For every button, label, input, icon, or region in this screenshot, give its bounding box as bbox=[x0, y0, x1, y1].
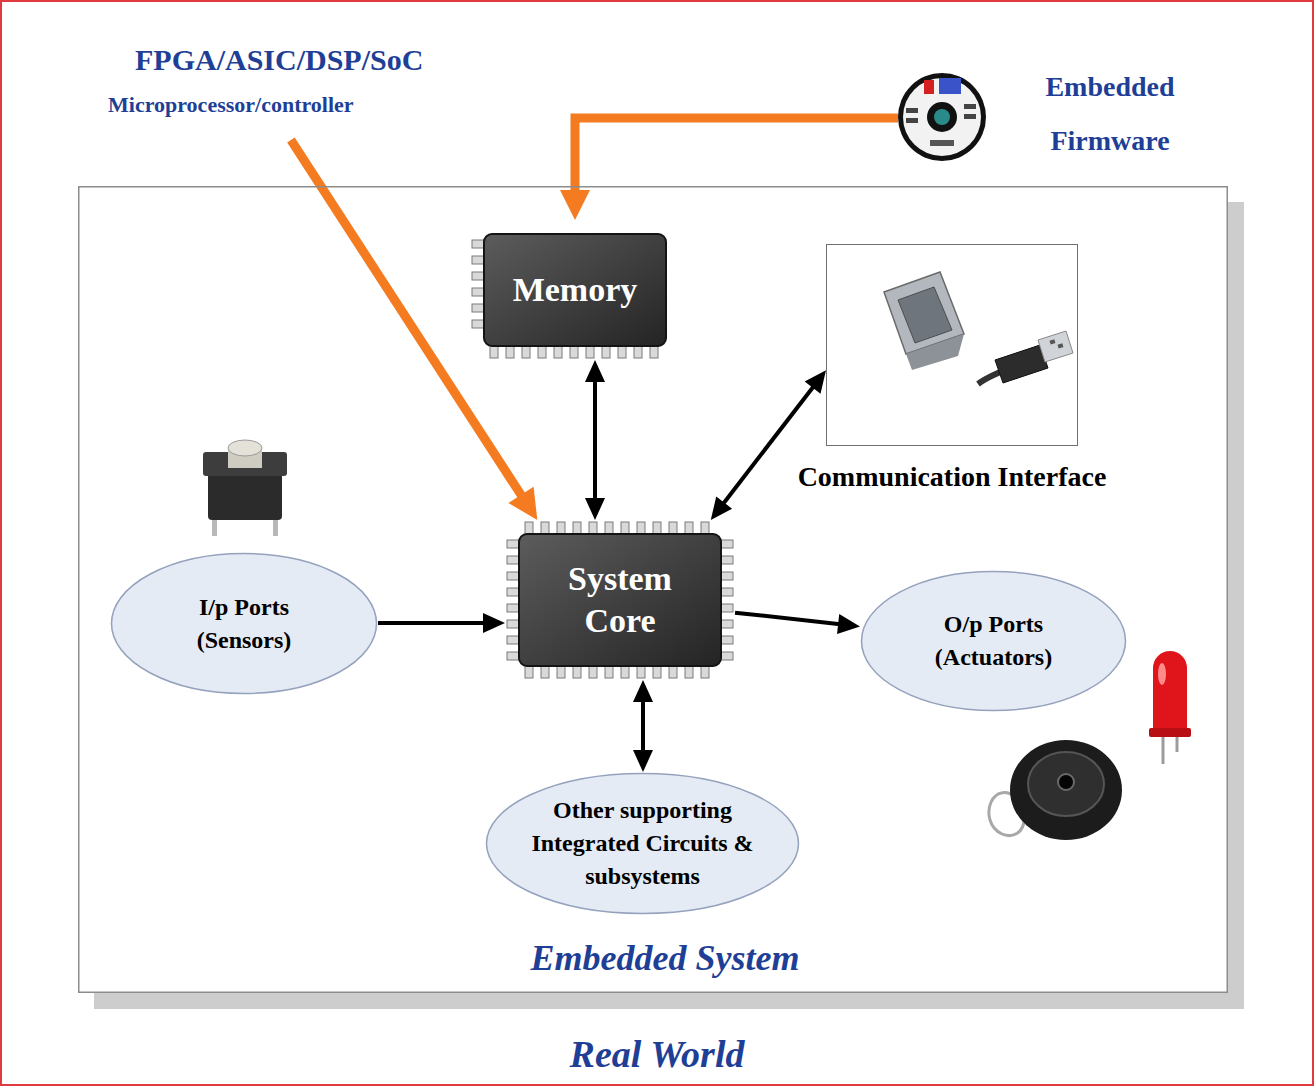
serial-connector-icon bbox=[884, 272, 964, 370]
arrow-head bbox=[633, 750, 653, 772]
led-icon bbox=[1149, 651, 1191, 764]
disc-mark bbox=[906, 118, 918, 123]
led-leg bbox=[1162, 736, 1165, 764]
chip-body bbox=[505, 520, 735, 680]
ellipse-label: I/p Ports (Sensors) bbox=[174, 591, 314, 657]
firmware-disc-icon bbox=[898, 73, 986, 161]
push-button-icon bbox=[203, 440, 287, 536]
buzzer-icon bbox=[989, 740, 1122, 840]
chip-label: Memory bbox=[505, 269, 645, 311]
usb-plug-icon bbox=[978, 331, 1073, 384]
configuration-arrow bbox=[560, 118, 898, 220]
disc-hub bbox=[927, 102, 957, 132]
disc-mark bbox=[964, 114, 976, 119]
data-arrow bbox=[585, 360, 605, 520]
data-arrow bbox=[378, 613, 505, 633]
disc-face bbox=[903, 78, 981, 156]
led-leg bbox=[1176, 736, 1179, 752]
ellipse-outline bbox=[860, 570, 1127, 712]
arrow-head bbox=[805, 370, 826, 394]
ellipse-outline bbox=[110, 552, 378, 695]
data-arrow bbox=[735, 613, 860, 634]
ellipse-shape bbox=[487, 774, 799, 914]
arrow-head bbox=[585, 498, 605, 520]
led-rim bbox=[1149, 728, 1191, 737]
processor-options-label: FPGA/ASIC/DSP/SoC Microprocessor/controll… bbox=[100, 40, 480, 140]
connector-line bbox=[735, 613, 847, 625]
disc-screen bbox=[939, 78, 961, 94]
ellipse-shape bbox=[112, 554, 377, 694]
chip-label: System Core bbox=[550, 558, 690, 642]
usb-body bbox=[995, 345, 1048, 383]
arrow-head bbox=[837, 614, 860, 634]
disc-edge bbox=[898, 73, 986, 161]
port-ellipse: O/p Ports (Actuators) bbox=[860, 570, 1127, 712]
memory-chip: Memory bbox=[470, 220, 680, 360]
port-ellipse: I/p Ports (Sensors) bbox=[110, 552, 378, 695]
arrow-head bbox=[508, 487, 537, 520]
disc-mark bbox=[906, 108, 918, 113]
support-ellipse: Other supporting Integrated Circuits & s… bbox=[485, 772, 800, 915]
disc-mark bbox=[924, 80, 934, 94]
usb-hole bbox=[1049, 339, 1055, 344]
led-dome bbox=[1153, 651, 1187, 734]
button-body bbox=[208, 470, 282, 520]
buzzer-ring bbox=[1028, 752, 1104, 816]
heading-text: FPGA/ASIC/DSP/SoC bbox=[135, 42, 480, 78]
ellipse-label: O/p Ports (Actuators) bbox=[919, 608, 1069, 674]
arrow-head bbox=[633, 680, 653, 702]
button-cap-top bbox=[228, 440, 262, 456]
disc-mark bbox=[930, 140, 954, 146]
buzzer-body bbox=[1010, 740, 1122, 840]
box-caption: Communication Interface bbox=[798, 460, 1107, 494]
arrow-head bbox=[560, 190, 590, 220]
connector-line bbox=[378, 621, 492, 625]
button-leg bbox=[212, 518, 217, 536]
communication-interface-box: Communication Interface bbox=[826, 244, 1078, 446]
ellipse-shape bbox=[862, 572, 1126, 711]
arrow-head bbox=[585, 360, 605, 382]
system-core-chip: System Core bbox=[505, 520, 735, 680]
firmware-label: Embedded Firmware bbox=[898, 60, 1198, 175]
db9-flange bbox=[906, 334, 964, 370]
data-arrow bbox=[633, 680, 653, 772]
chip-package bbox=[484, 234, 666, 346]
led-highlight bbox=[1158, 663, 1166, 685]
arrow-head bbox=[711, 496, 732, 520]
heading-text: Embedded Firmware bbox=[1020, 60, 1200, 168]
disc-mark bbox=[964, 104, 976, 109]
region-label: Real World bbox=[570, 1032, 745, 1076]
usb-cable bbox=[978, 372, 1000, 384]
buzzer-hole bbox=[1058, 774, 1074, 790]
disc-centre bbox=[934, 109, 950, 125]
usb-metal bbox=[1038, 331, 1073, 362]
chip-package bbox=[519, 534, 721, 666]
connector-line bbox=[575, 118, 898, 202]
heading-text: Microprocessor/controller bbox=[108, 92, 480, 118]
connector-line bbox=[641, 693, 645, 759]
arrow-head bbox=[483, 613, 505, 633]
db9-socket bbox=[898, 287, 952, 343]
embedded-system-box: Embedded SystemMemoryCommunication Inter… bbox=[78, 186, 1228, 993]
button-leg bbox=[273, 518, 278, 536]
connector-line bbox=[593, 373, 597, 507]
data-arrow bbox=[711, 370, 826, 520]
ellipse-label: Other supporting Integrated Circuits & s… bbox=[508, 794, 778, 893]
region-label: Embedded System bbox=[531, 937, 800, 979]
usb-hole bbox=[1057, 343, 1063, 348]
